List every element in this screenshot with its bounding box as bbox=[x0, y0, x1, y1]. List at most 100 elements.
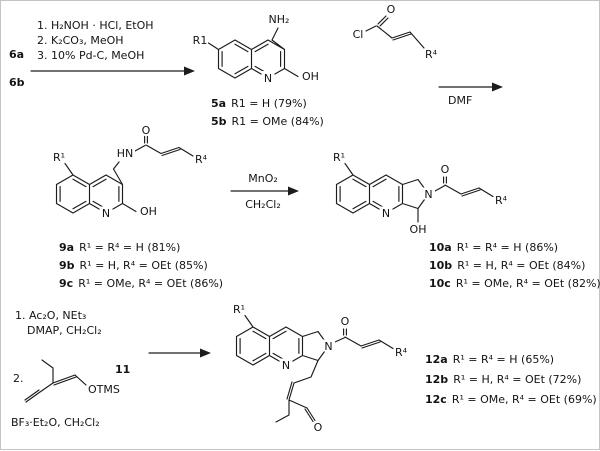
caption-10b-id: 10b bbox=[429, 259, 452, 272]
caption-9b-text: R¹ = H, R⁴ = OEt (85%) bbox=[80, 259, 208, 272]
atom-mask bbox=[379, 206, 393, 219]
caption-9a-text: R¹ = R⁴ = H (81%) bbox=[79, 241, 180, 254]
atom-label-n-amide: N bbox=[324, 340, 332, 353]
atom-mask bbox=[279, 358, 293, 371]
caption-10c-text: R¹ = OMe, R⁴ = OEt (82%) bbox=[456, 277, 600, 290]
step1-condition-1: 1. H₂NOH · HCl, EtOH bbox=[37, 19, 154, 32]
step2-oxidant: MnO₂ bbox=[248, 172, 278, 185]
caption-10a: 10a R¹ = R⁴ = H (86%) bbox=[429, 241, 558, 254]
atom-label-r1: R¹ bbox=[53, 151, 65, 164]
caption-12a-id: 12a bbox=[425, 353, 448, 366]
caption-10c: 10c R¹ = OMe, R⁴ = OEt (82%) bbox=[429, 277, 600, 290]
atom-label-n-ring: N bbox=[382, 207, 390, 220]
caption-9c: 9c R¹ = OMe, R⁴ = OEt (86%) bbox=[59, 277, 223, 290]
caption-9c-id: 9c bbox=[59, 277, 73, 290]
arrow-acylation: DMF bbox=[438, 82, 503, 107]
step3-condition-1: 1. Ac₂O, NEt₃ bbox=[15, 309, 86, 322]
diene-11-bonds bbox=[24, 359, 87, 403]
arrow-step2-head bbox=[288, 186, 299, 196]
atom-label-r1: R¹ bbox=[333, 151, 345, 164]
atom-label-n-amide: N bbox=[424, 188, 432, 201]
step3-condition-2: DMAP, CH₂Cl₂ bbox=[27, 324, 102, 337]
caption-12b-text: R¹ = H, R⁴ = OEt (72%) bbox=[453, 373, 581, 386]
conditions-step1: 1. H₂NOH · HCl, EtOH 2. K₂CO₃, MeOH 3. 1… bbox=[37, 19, 154, 62]
caption-10a-id: 10a bbox=[429, 241, 452, 254]
compound-6a-label: 6a bbox=[9, 48, 24, 61]
step1-condition-2: 2. K₂CO₃, MeOH bbox=[37, 34, 124, 47]
caption-12a-text: R¹ = R⁴ = H (65%) bbox=[453, 353, 554, 366]
atom-label-o: O bbox=[142, 124, 151, 137]
caption-9a: 9a R¹ = R⁴ = H (81%) bbox=[59, 241, 180, 254]
atom-label-o-aldehyde: O bbox=[314, 421, 323, 434]
atom-label-n: N bbox=[102, 207, 110, 220]
atom-label-r1: R1 bbox=[193, 34, 208, 47]
structure-9-bonds bbox=[55, 135, 194, 214]
atom-label-r4: R⁴ bbox=[195, 153, 208, 166]
atom-label-o: O bbox=[387, 3, 396, 16]
atom-label-oh: OH bbox=[302, 70, 319, 83]
acyl-chloride-bonds bbox=[365, 15, 425, 49]
atom-label-o: O bbox=[441, 163, 450, 176]
structure-diene-11: OTMS 11 bbox=[24, 359, 130, 403]
arrow-step1 bbox=[30, 66, 195, 76]
atom-label-otms: OTMS bbox=[88, 383, 120, 396]
arrow-acylation-head bbox=[492, 82, 503, 92]
caption-12a: 12a R¹ = R⁴ = H (65%) bbox=[425, 353, 554, 366]
caption-12c: 12c R¹ = OMe, R⁴ = OEt (69%) bbox=[425, 393, 597, 406]
atom-label-r4: R⁴ bbox=[495, 194, 508, 207]
caption-10: 10a R¹ = R⁴ = H (86%) 10b R¹ = H, R⁴ = OEt… bbox=[429, 241, 600, 290]
atom-mask bbox=[115, 147, 135, 159]
caption-9a-id: 9a bbox=[59, 241, 74, 254]
atom-label-cl: Cl bbox=[353, 28, 364, 41]
atom-mask bbox=[322, 339, 335, 352]
atom-mask bbox=[261, 71, 275, 83]
caption-12b: 12b R¹ = H, R⁴ = OEt (72%) bbox=[425, 373, 581, 386]
compound-11-label: 11 bbox=[115, 363, 130, 376]
atom-label-n-ring: N bbox=[282, 359, 290, 372]
caption-12: 12a R¹ = R⁴ = H (65%) 12b R¹ = H, R⁴ = OEt… bbox=[425, 353, 597, 406]
structure-9: R¹ HN O R⁴ N OH bbox=[53, 124, 208, 220]
caption-9b: 9b R¹ = H, R⁴ = OEt (85%) bbox=[59, 259, 208, 272]
atom-label-r4: R⁴ bbox=[395, 346, 408, 359]
caption-10b-text: R¹ = H, R⁴ = OEt (84%) bbox=[457, 259, 585, 272]
caption-10a-text: R¹ = R⁴ = H (86%) bbox=[457, 241, 558, 254]
caption-12b-id: 12b bbox=[425, 373, 448, 386]
arrow-step3-head bbox=[200, 348, 211, 358]
step1-condition-3: 3. 10% Pd-C, MeOH bbox=[37, 49, 144, 62]
structure-12-bonds bbox=[235, 314, 394, 423]
caption-9: 9a R¹ = R⁴ = H (81%) 9b R¹ = H, R⁴ = OEt (… bbox=[59, 241, 223, 290]
caption-12c-id: 12c bbox=[425, 393, 447, 406]
atom-label-r4: R⁴ bbox=[425, 48, 438, 61]
atom-label-oh: OH bbox=[140, 205, 157, 218]
atom-label-o-amide: O bbox=[341, 315, 350, 328]
caption-5a-text: R1 = H (79%) bbox=[231, 97, 307, 110]
atom-label-oh: OH bbox=[410, 223, 427, 236]
compound-6b-label: 6b bbox=[9, 76, 25, 89]
atom-label-hn: HN bbox=[117, 147, 134, 160]
caption-12c-text: R¹ = OMe, R⁴ = OEt (69%) bbox=[452, 393, 597, 406]
conditions-step3: 1. Ac₂O, NEt₃ DMAP, CH₂Cl₂ 2. BF₃·Et₂O, … bbox=[11, 309, 102, 429]
arrow-step2: MnO₂ CH₂Cl₂ bbox=[230, 172, 299, 211]
step3-condition-3: 2. bbox=[13, 372, 24, 385]
caption-10c-id: 10c bbox=[429, 277, 451, 290]
caption-10b: 10b R¹ = H, R⁴ = OEt (84%) bbox=[429, 259, 585, 272]
step2-solvent: CH₂Cl₂ bbox=[245, 198, 281, 211]
atom-label-r1: R¹ bbox=[233, 303, 245, 316]
structure-10: R¹ N N O OH R⁴ bbox=[333, 151, 508, 236]
caption-9c-text: R¹ = OMe, R⁴ = OEt (86%) bbox=[78, 277, 223, 290]
caption-5a: 5a R1 = H (79%) bbox=[211, 97, 307, 110]
atom-mask bbox=[422, 187, 435, 200]
structure-12: R¹ N N O R⁴ O bbox=[233, 303, 408, 434]
atom-label-nh2: NH₂ bbox=[269, 13, 290, 26]
caption-5b-text: R1 = OMe (84%) bbox=[232, 115, 324, 128]
atom-mask bbox=[99, 206, 113, 219]
caption-5a-id: 5a bbox=[211, 97, 226, 110]
starting-material-labels: 6a 6b bbox=[9, 48, 25, 89]
solvent-dmf: DMF bbox=[448, 94, 472, 107]
structure-5-bonds bbox=[207, 27, 299, 79]
caption-9b-id: 9b bbox=[59, 259, 75, 272]
